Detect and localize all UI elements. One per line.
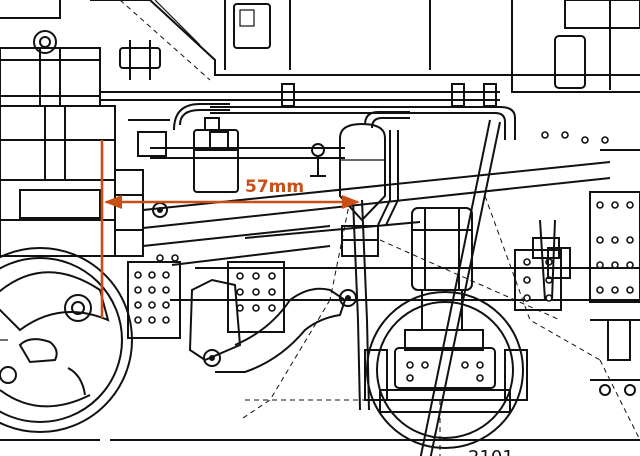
equalizer-arm [152,202,357,373]
measurement-arrowhead-right [342,195,360,209]
measurement-annotation: 57mm [100,140,360,318]
construction-lines [119,0,640,456]
fittings [209,131,640,396]
riveted-plates [127,131,640,339]
steam-pipes [100,83,516,226]
measurement-arrowhead-left [104,195,122,209]
measurement-label: 57mm [245,177,304,197]
drawing-number: 2101 [468,447,514,456]
cylinder-block [0,30,170,257]
trailing-wheel [352,199,560,449]
driving-wheel [0,247,133,433]
cab-body [0,0,640,93]
